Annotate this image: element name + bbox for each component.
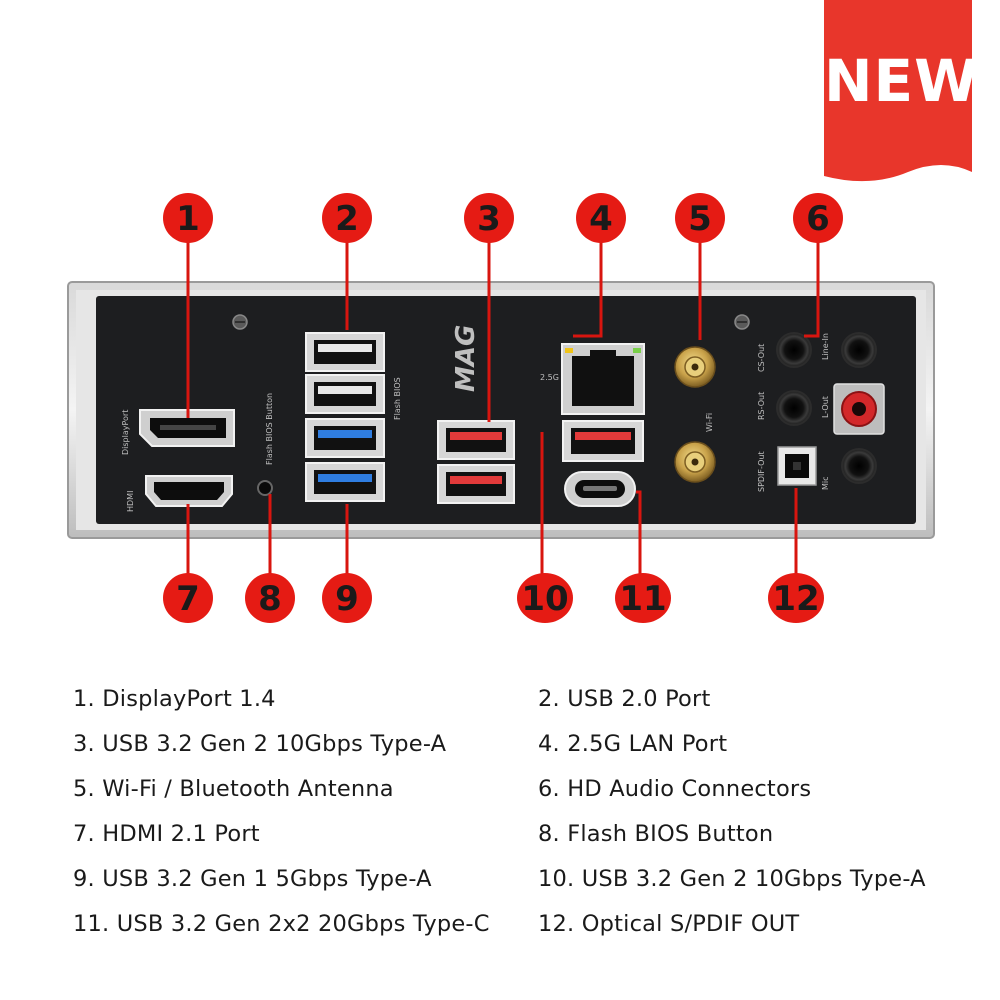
callout-8: 8 — [245, 573, 295, 623]
callout-3: 3 — [464, 193, 514, 243]
optical-spdif-port[interactable] — [777, 446, 817, 486]
usb-3-red-port-lan[interactable] — [562, 420, 644, 462]
flash-bios-button[interactable] — [257, 480, 273, 496]
displayport-label: DisplayPort — [121, 410, 130, 455]
mag-logo: MAG — [451, 325, 481, 392]
io-panel-diagram: NEW — [67, 0, 980, 623]
callout-4: 4 — [576, 193, 626, 243]
wifi-antenna-top[interactable] — [674, 346, 716, 388]
svg-text:1: 1 — [176, 199, 200, 239]
svg-text:8: 8 — [258, 579, 282, 619]
legend-item-8: 8. Flash BIOS Button — [538, 821, 774, 847]
legend-item-2: 2. USB 2.0 Port — [538, 686, 711, 712]
wifi-label: Wi-Fi — [705, 413, 714, 432]
callout-9: 9 — [322, 573, 372, 623]
callout-11: 11 — [615, 573, 671, 623]
legend-item-6: 6. HD Audio Connectors — [538, 776, 812, 802]
callout-7: 7 — [163, 573, 213, 623]
svg-text:5: 5 — [688, 199, 712, 239]
usb-2-port-top[interactable] — [305, 332, 385, 372]
legend-item-9: 9. USB 3.2 Gen 1 5Gbps Type-A — [73, 866, 432, 892]
audio-rs-label: RS-Out — [757, 392, 766, 420]
audio-jack-rs-out[interactable] — [776, 390, 812, 426]
svg-text:2: 2 — [335, 199, 359, 239]
usb-3-blue-port-top[interactable] — [305, 418, 385, 458]
svg-text:9: 9 — [335, 579, 359, 619]
lan-label: 2.5G — [540, 373, 559, 382]
flash-bios-label: Flash BIOS Button — [265, 393, 274, 465]
legend-item-7: 7. HDMI 2.1 Port — [73, 821, 260, 847]
callout-1: 1 — [163, 193, 213, 243]
svg-text:11: 11 — [619, 579, 666, 619]
usb-3-red-port-top[interactable] — [437, 420, 515, 460]
leader-lines — [186, 240, 820, 576]
callout-6: 6 — [793, 193, 843, 243]
wifi-antenna-bottom[interactable] — [674, 441, 716, 483]
svg-text:10: 10 — [521, 579, 568, 619]
io-shield: DisplayPort HDMI Flash BIOS Button — [67, 193, 935, 623]
callout-12: 12 — [768, 573, 824, 623]
callout-5: 5 — [675, 193, 725, 243]
svg-text:3: 3 — [477, 199, 501, 239]
legend-item-5: 5. Wi-Fi / Bluetooth Antenna — [73, 776, 394, 802]
usb-3-red-port-bottom[interactable] — [437, 464, 515, 504]
svg-text:4: 4 — [589, 199, 613, 239]
audio-jack-line-in[interactable] — [841, 332, 877, 368]
callout-10: 10 — [517, 573, 573, 623]
legend-item-1: 1. DisplayPort 1.4 — [73, 686, 276, 712]
callouts: 1 2 3 4 5 6 7 8 9 10 11 12 — [163, 193, 843, 623]
audio-line-out-label: L-Out — [821, 396, 830, 418]
legend-item-11: 11. USB 3.2 Gen 2x2 20Gbps Type-C — [73, 911, 490, 937]
new-badge — [824, 0, 972, 182]
audio-jack-cs-out[interactable] — [776, 332, 812, 368]
svg-text:6: 6 — [806, 199, 830, 239]
usb-type-c-port[interactable] — [564, 471, 636, 507]
audio-mic-label: Mic — [821, 476, 830, 490]
svg-text:12: 12 — [772, 579, 819, 619]
hdmi-label: HDMI — [126, 491, 135, 512]
usb-3-blue-port-bottom[interactable] — [305, 462, 385, 502]
spdif-label: SPDIF-Out — [757, 451, 766, 492]
audio-jack-mic[interactable] — [841, 448, 877, 484]
legend-item-12: 12. Optical S/PDIF OUT — [538, 911, 800, 937]
audio-line-in-label: Line-In — [821, 333, 830, 360]
legend-item-3: 3. USB 3.2 Gen 2 10Gbps Type-A — [73, 731, 447, 757]
lan-port[interactable] — [561, 343, 645, 415]
displayport-port[interactable] — [139, 409, 235, 447]
legend-item-10: 10. USB 3.2 Gen 2 10Gbps Type-A — [538, 866, 926, 892]
new-badge-text: NEW — [824, 47, 980, 115]
hdmi-port[interactable] — [145, 475, 233, 507]
callout-2: 2 — [322, 193, 372, 243]
audio-cs-label: CS-Out — [757, 344, 766, 372]
svg-text:7: 7 — [176, 579, 200, 619]
flash-bios-short-label: Flash BIOS — [393, 377, 402, 420]
legend-item-4: 4. 2.5G LAN Port — [538, 731, 728, 757]
usb-2-port-bottom[interactable] — [305, 374, 385, 414]
